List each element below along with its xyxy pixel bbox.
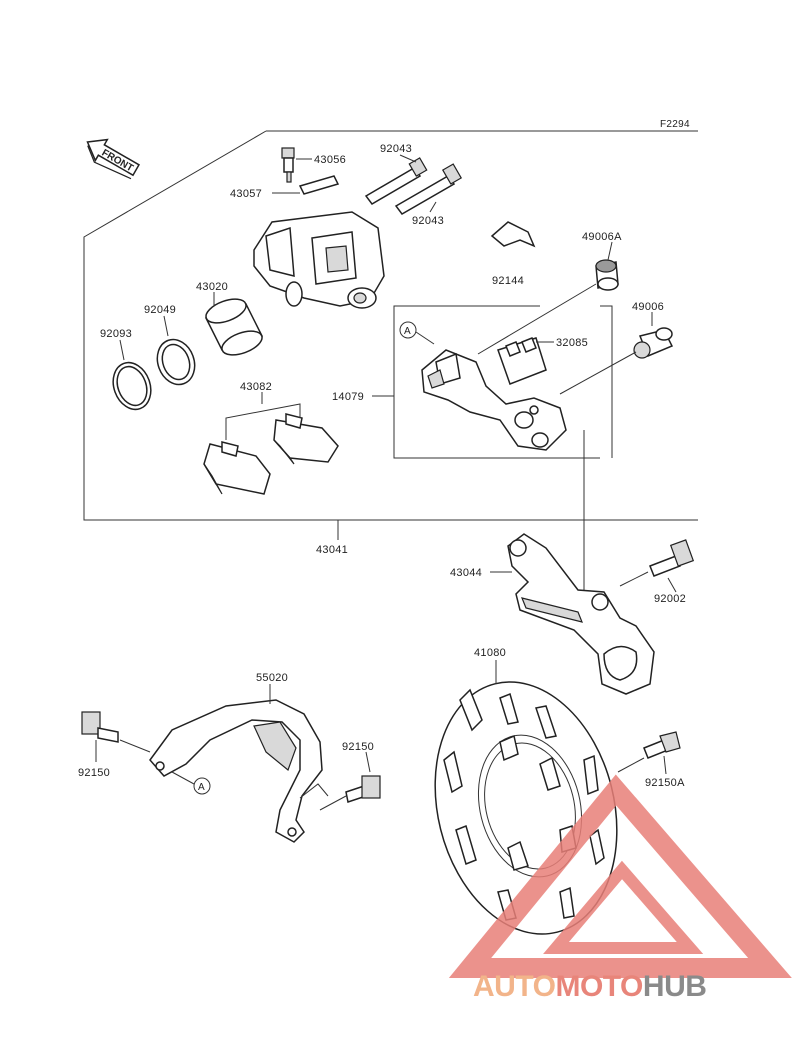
- kit-bracket-43041: [83, 130, 698, 521]
- figure-code: F2294: [660, 119, 690, 130]
- pad-spring-92144: [490, 221, 536, 248]
- label-32085: 32085: [556, 337, 588, 349]
- bleeder-valve-43056: [281, 147, 295, 183]
- watermark-moto: MOTO: [555, 970, 643, 1003]
- label-92043-b: 92043: [412, 215, 444, 227]
- cap-43057: [298, 175, 340, 195]
- brake-pad-43082-b: [273, 413, 339, 465]
- boot-49006: [633, 327, 674, 359]
- watermark-logo: [448, 774, 792, 978]
- label-92150-right: 92150: [342, 741, 374, 753]
- piston-seal-92093: [112, 361, 152, 411]
- caliper-body: [253, 211, 385, 309]
- watermark-auto: AUTO: [473, 970, 556, 1003]
- brake-pad-43082-a: [203, 441, 271, 495]
- label-92144: 92144: [492, 275, 524, 287]
- boot-49006A: [595, 259, 619, 291]
- label-49006: 49006: [632, 301, 664, 313]
- bolt-92150-left: [81, 711, 119, 743]
- bolt-92150A: [643, 731, 681, 759]
- callout-a-top: [399, 321, 417, 339]
- disc-guard-55020: [149, 699, 329, 843]
- caliper-pin-92043-b: [394, 163, 463, 215]
- label-14079: 14079: [332, 391, 364, 403]
- caliper-holder-14079: [421, 349, 567, 451]
- pad-holder-32085: [497, 337, 547, 385]
- label-41080: 41080: [474, 647, 506, 659]
- label-55020: 55020: [256, 672, 288, 684]
- label-92150-left: 92150: [78, 767, 110, 779]
- label-43057: 43057: [230, 188, 262, 200]
- callout-a-top-letter: A: [404, 326, 411, 337]
- label-49006A: 49006A: [582, 231, 622, 243]
- label-92043-a: 92043: [380, 143, 412, 155]
- label-92002: 92002: [654, 593, 686, 605]
- kit-bracket-14079: [393, 305, 600, 459]
- label-43044: 43044: [450, 567, 482, 579]
- label-92049: 92049: [144, 304, 176, 316]
- callout-a-bottom-letter: A: [198, 782, 205, 793]
- label-43082: 43082: [240, 381, 272, 393]
- watermark-hub: HUB: [643, 970, 707, 1003]
- caliper-bracket-43044: [507, 533, 655, 695]
- bolt-92002: [649, 539, 695, 577]
- label-43056: 43056: [314, 154, 346, 166]
- label-43041: 43041: [316, 544, 348, 556]
- watermark-text-auto: AUTOMOTOHUB: [473, 970, 706, 1003]
- label-92150A: 92150A: [645, 777, 685, 789]
- bolt-92150-right: [345, 775, 381, 803]
- front-arrow-icon: FRONT: [86, 138, 141, 180]
- label-43020: 43020: [196, 281, 228, 293]
- piston-43020: [204, 298, 264, 356]
- label-92093: 92093: [100, 328, 132, 340]
- callout-a-bottom: [193, 777, 211, 795]
- dust-seal-92049: [156, 338, 196, 386]
